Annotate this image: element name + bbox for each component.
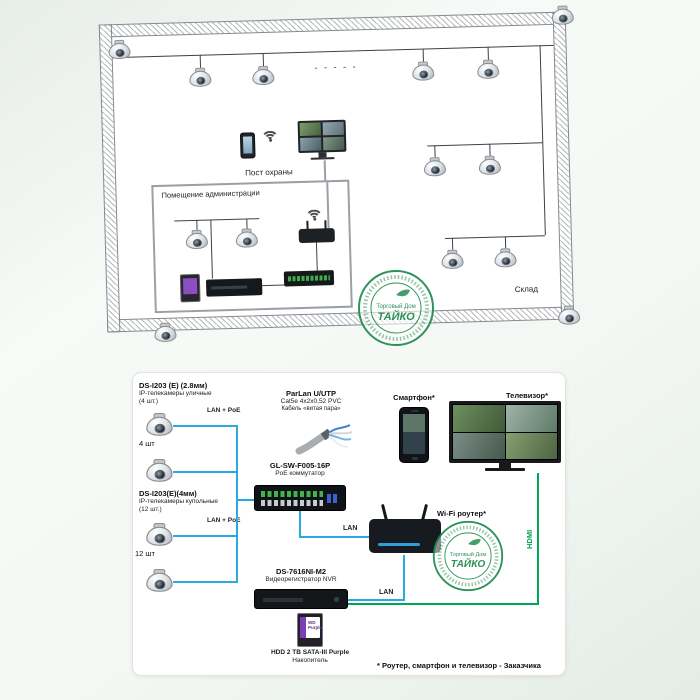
hdd-icon <box>179 273 201 303</box>
outdoor-camera-icon <box>557 305 582 326</box>
utp-cable-image <box>295 424 353 455</box>
network-diagram-card: DS-I203 (E) (2.8мм) IP-телекамеры уличны… <box>132 372 566 676</box>
outdoor-camera-icon <box>107 39 132 61</box>
nvr-icon <box>254 589 348 609</box>
dome-camera-icon <box>185 229 210 251</box>
smartphone-icon <box>239 132 256 159</box>
lan-line <box>348 599 405 601</box>
lan-line <box>299 536 369 538</box>
dome-camera-icon <box>188 67 213 88</box>
outdoor-cams-model: DS-I203 (E) (2.8мм) <box>139 381 208 390</box>
wifi-router-icon <box>298 220 335 244</box>
hdmi-line <box>348 603 539 605</box>
switch-label-block: GL-SW-F005-16P PoE коммутатор <box>251 461 349 478</box>
dome-cams-qty-note: (12 шт.) <box>139 505 162 513</box>
dome-cams-type: IP-телекамеры купольные <box>139 498 219 505</box>
more-cameras-dashes: - - - - - <box>314 61 358 73</box>
cable-line <box>262 284 285 287</box>
tv-label: Телевизор* <box>505 391 549 400</box>
outdoor-cams-qty-note: (4 шт.) <box>139 397 159 405</box>
outdoor-camera-icon <box>550 5 575 26</box>
cable-spec: Cat5e 4x2x0,52 PVC <box>280 398 342 405</box>
footnote: * Роутер, смартфон и телевизор - Заказчи… <box>377 661 541 670</box>
hdd-icon: WD Purple <box>297 613 323 647</box>
lan-label-switch-router: LAN <box>343 525 358 532</box>
nvr-model: DS-7616NI-M2 <box>275 567 327 576</box>
tv-icon <box>449 401 561 463</box>
lan-line <box>236 499 254 501</box>
company-stamp: Торговый Дом ТАЙКО <box>432 520 504 592</box>
admin-room-label: Помещение администрации <box>161 188 260 200</box>
smartphone-label: Смартфон* <box>393 393 435 402</box>
router-label: Wi-Fi роутер* <box>437 509 487 518</box>
smartphone-icon <box>399 407 429 463</box>
lan-poe-label-bottom: LAN + PoE <box>207 517 241 524</box>
lan-line <box>403 555 405 601</box>
leaf-icon <box>468 538 481 546</box>
switch-type: PoE коммутатор <box>275 470 325 477</box>
cable-block: ParLan U/UTP Cat5e 4x2x0,52 PVC Кабель «… <box>255 389 367 413</box>
outdoor-camera-icon <box>145 459 174 483</box>
hdd-model: HDD 2 TB SATA-III Purple <box>270 649 350 656</box>
switch-icon <box>283 270 335 287</box>
wifi-signal-icon <box>304 204 324 228</box>
stamp-company-type: Торговый Дом <box>376 303 415 310</box>
stamp-company-type: Торговый Дом <box>450 551 487 558</box>
admin-room: Помещение администрации <box>151 179 353 314</box>
lan-line <box>173 581 236 583</box>
cable-line <box>196 219 198 230</box>
lan-line <box>173 535 236 537</box>
hdmi-label: HDMI <box>525 529 534 549</box>
cable-desc: Кабель «витая пара» <box>281 405 341 412</box>
switch-model: GL-SW-F005-16P <box>269 461 331 470</box>
outdoor-cams-block: DS-I203 (E) (2.8мм) IP-телекамеры уличны… <box>139 381 249 406</box>
dome-camera-icon <box>476 59 501 80</box>
dome-cams-block: DS-I203(E)(4мм) IP-телекамеры купольные … <box>139 489 249 514</box>
hdmi-line <box>537 473 539 605</box>
hdd-type: Накопитель <box>292 656 328 664</box>
outdoor-camera-icon <box>153 322 178 344</box>
hdd-label-block: HDD 2 TB SATA-III Purple Накопитель <box>243 649 377 665</box>
stamp-company-name: ТАЙКО <box>377 310 415 323</box>
floor-plan: - - - - - Пост охраны Помещение админист… <box>98 5 581 343</box>
dome-camera-icon <box>423 157 448 178</box>
company-stamp: Торговый Дом ТАЙКО <box>358 270 434 346</box>
monitor-icon <box>297 119 347 160</box>
dome-cams-qty: 12 шт <box>135 549 155 558</box>
cable-line <box>210 220 213 279</box>
outdoor-cams-qty: 4 шт <box>139 439 155 448</box>
dome-camera-icon <box>145 523 174 547</box>
nvr-icon <box>205 278 263 297</box>
cable-line <box>315 242 318 271</box>
dome-camera-icon <box>411 61 436 82</box>
outdoor-camera-icon <box>145 413 174 437</box>
cable-name: ParLan U/UTP <box>285 389 336 398</box>
lan-line <box>173 425 236 427</box>
lan-poe-label-top: LAN + PoE <box>207 407 241 414</box>
lan-line <box>173 471 236 473</box>
lan-label-router-nvr: LAN <box>379 589 394 596</box>
dome-camera-icon <box>235 228 260 249</box>
leaf-icon <box>396 289 410 297</box>
lan-line <box>299 511 301 538</box>
outdoor-cams-type: IP-телекамеры уличные <box>139 390 212 397</box>
wifi-router-icon <box>369 503 441 553</box>
tv-stand <box>499 463 511 468</box>
cable-line <box>246 218 248 229</box>
dome-camera-icon <box>145 569 174 593</box>
lan-line <box>236 425 238 583</box>
tv-base <box>485 468 525 471</box>
dome-camera-icon <box>478 155 503 176</box>
wifi-signal-icon <box>260 126 280 150</box>
nvr-label-block: DS-7616NI-M2 Видеорегистратор NVR <box>251 567 351 584</box>
poe-switch-icon <box>254 485 346 511</box>
dome-camera-icon <box>493 248 518 269</box>
dome-camera-icon <box>251 65 276 87</box>
hdd-brand: WD Purple <box>308 620 323 630</box>
dome-cams-model: DS-I203(E)(4мм) <box>139 489 197 498</box>
nvr-type: Видеорегистратор NVR <box>265 576 337 583</box>
dome-camera-icon <box>440 249 465 270</box>
stamp-company-name: ТАЙКО <box>451 557 486 570</box>
